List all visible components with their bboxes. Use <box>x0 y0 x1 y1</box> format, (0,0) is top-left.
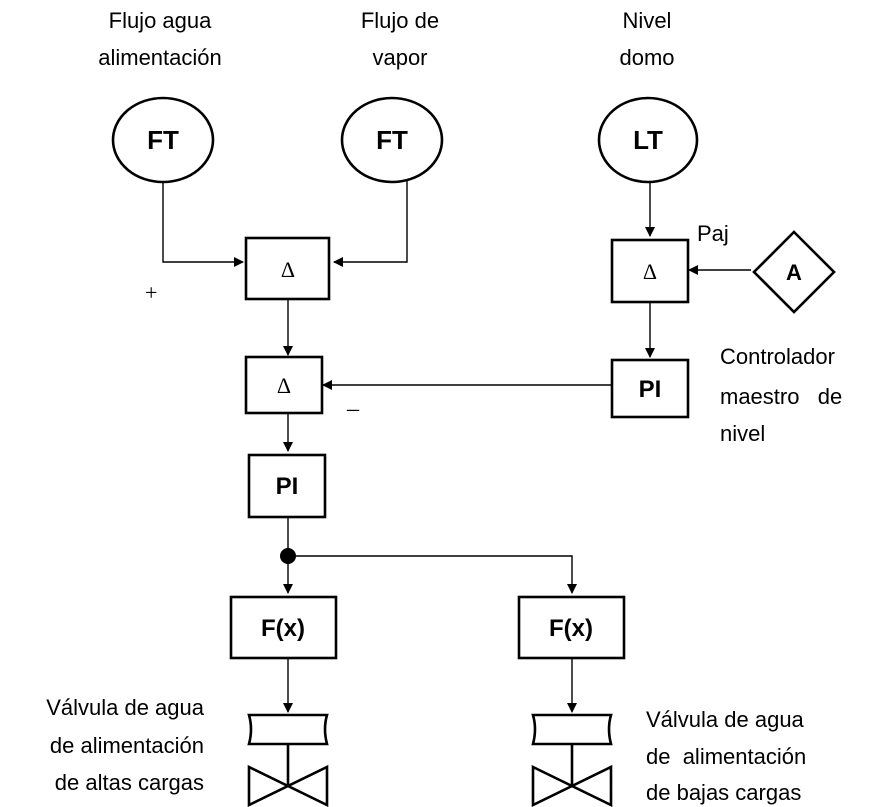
label-master-controller-3: nivel <box>720 421 765 446</box>
sum-block-level: Δ <box>610 238 690 304</box>
function-block-low: F(x) <box>517 595 626 660</box>
sum-block-main-label: Δ <box>277 373 291 398</box>
function-block-high-label: F(x) <box>261 615 305 642</box>
label-drum-level-2: domo <box>619 45 674 70</box>
valve-low-load-icon <box>531 713 613 807</box>
label-flow-steam-2: vapor <box>372 45 427 70</box>
transmitter-ft-steam-label: FT <box>376 125 408 155</box>
setpoint-diamond-label: A <box>786 260 802 285</box>
function-block-low-label: F(x) <box>549 615 593 642</box>
pi-controller-flow: PI <box>247 453 327 519</box>
label-valve-low-2: de alimentación <box>646 744 806 769</box>
sum-block-main: Δ <box>244 355 324 415</box>
label-drum-level-1: Nivel <box>623 8 672 33</box>
label-valve-high-1: Válvula de agua <box>46 695 205 720</box>
label-valve-high-2: de alimentación <box>50 733 204 758</box>
transmitter-lt-level: LT <box>597 96 699 184</box>
sign-plus: + <box>145 280 157 305</box>
transmitter-ft-steam: FT <box>340 96 444 184</box>
sum-block-flow: Δ <box>244 236 331 301</box>
setpoint-diamond: A <box>752 230 836 314</box>
line-feedwater-to-sum <box>162 182 244 267</box>
label-paj: Paj <box>697 221 729 246</box>
junction-dot <box>280 548 296 564</box>
label-valve-low-3: de bajas cargas <box>646 780 801 805</box>
transmitter-lt-level-label: LT <box>633 125 663 155</box>
label-valve-low-1: Válvula de agua <box>646 707 805 732</box>
valve-high-load-icon <box>247 713 329 807</box>
label-master-controller-2: maestro de <box>720 384 842 409</box>
pi-controller-master: PI <box>610 358 690 419</box>
label-flow-feedwater-1: Flujo agua <box>109 8 213 33</box>
function-block-high: F(x) <box>229 595 338 660</box>
transmitter-ft-feedwater: FT <box>111 96 215 184</box>
line-steam-to-sum <box>333 181 408 267</box>
label-flow-steam-1: Flujo de <box>361 8 439 33</box>
sign-minus: _ <box>346 388 360 414</box>
pi-controller-flow-label: PI <box>276 473 299 500</box>
sum-block-flow-label: Δ <box>281 257 295 282</box>
label-flow-feedwater-2: alimentación <box>98 45 222 70</box>
line-junction-to-fxlow <box>288 555 577 594</box>
transmitter-ft-feedwater-label: FT <box>147 125 179 155</box>
label-master-controller-1: Controlador <box>720 344 835 369</box>
sum-block-level-label: Δ <box>643 259 657 284</box>
pi-controller-master-label: PI <box>639 376 662 403</box>
label-valve-high-3: de altas cargas <box>55 770 204 795</box>
